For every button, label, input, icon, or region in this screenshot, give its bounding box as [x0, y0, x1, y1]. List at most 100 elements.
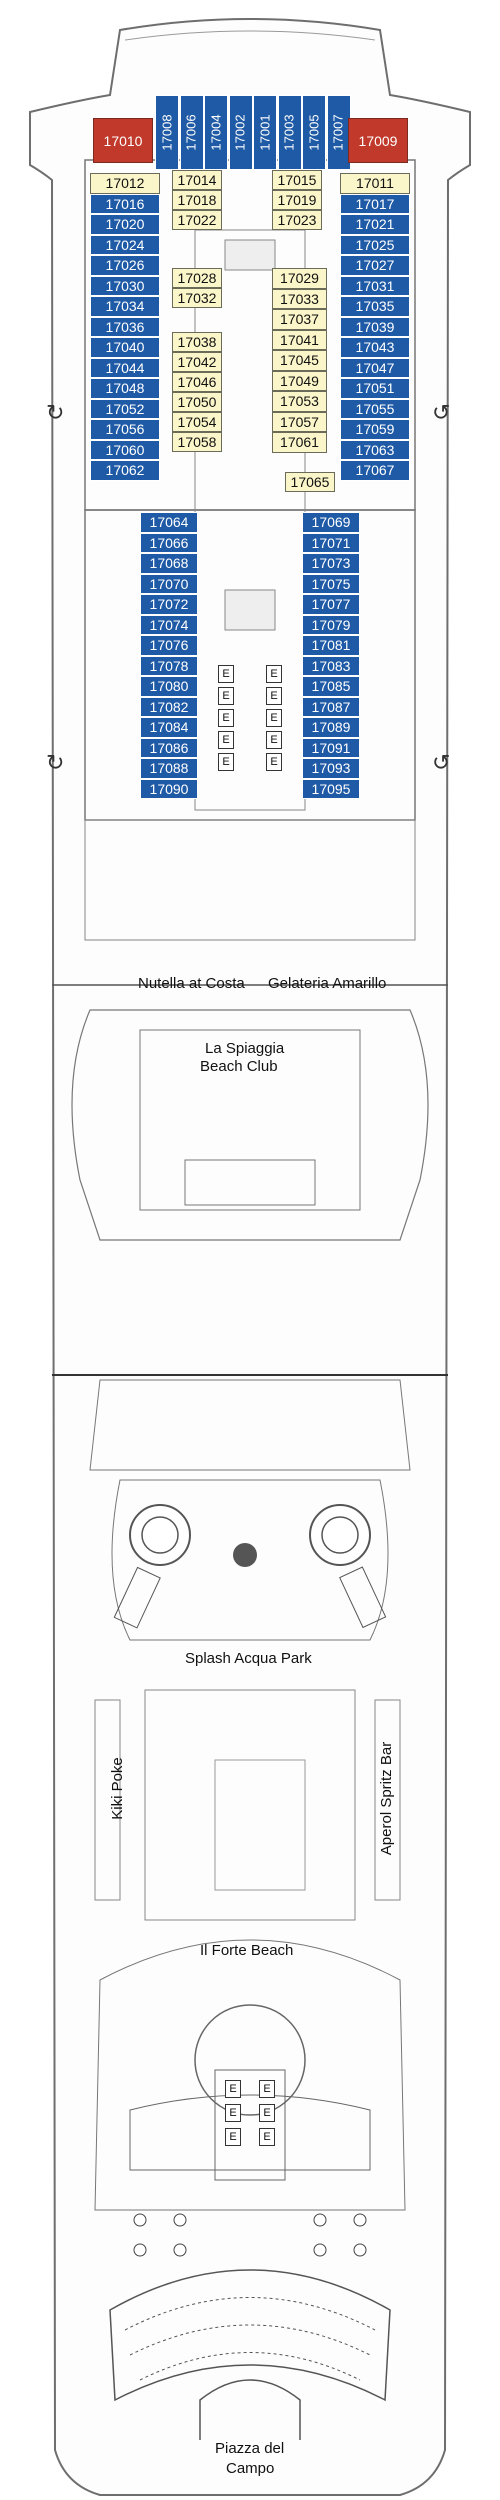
cabin-17030[interactable]: 17030: [90, 275, 160, 296]
cabin-17070[interactable]: 17070: [140, 573, 198, 594]
cabin-17042[interactable]: 17042: [172, 352, 222, 372]
cabin-17062[interactable]: 17062: [90, 460, 160, 481]
cabin-17050[interactable]: 17050: [172, 392, 222, 412]
cabin-17047[interactable]: 17047: [340, 357, 410, 378]
cabin-17017[interactable]: 17017: [340, 193, 410, 214]
cabin-17052[interactable]: 17052: [90, 398, 160, 419]
cabin-17067[interactable]: 17067: [340, 460, 410, 481]
cabin-17036[interactable]: 17036: [90, 316, 160, 337]
cabin-17095[interactable]: 17095: [302, 778, 360, 799]
cabin-17046[interactable]: 17046: [172, 372, 222, 392]
cabin-17078[interactable]: 17078: [140, 655, 198, 676]
cabin-17024[interactable]: 17024: [90, 234, 160, 255]
cabin-17034[interactable]: 17034: [90, 296, 160, 317]
forward-stair: [224, 239, 276, 271]
cabin-17049[interactable]: 17049: [272, 370, 327, 391]
cabin-17063[interactable]: 17063: [340, 439, 410, 460]
cabin-17028[interactable]: 17028: [172, 268, 222, 288]
cabin-17043[interactable]: 17043: [340, 337, 410, 358]
piazza-stage: [199, 2379, 301, 2440]
cabin-17093[interactable]: 17093: [302, 758, 360, 779]
cabin-17022[interactable]: 17022: [172, 210, 222, 230]
cabin-17008[interactable]: 17008: [155, 95, 179, 170]
cabin-17007[interactable]: 17007: [326, 95, 351, 170]
elevator: E: [266, 687, 282, 705]
cabin-17044[interactable]: 17044: [90, 357, 160, 378]
cabin-17079[interactable]: 17079: [302, 614, 360, 635]
cabin-17029[interactable]: 17029: [272, 268, 327, 289]
cabin-17051[interactable]: 17051: [340, 378, 410, 399]
cabin-17031[interactable]: 17031: [340, 275, 410, 296]
cabin-17027[interactable]: 17027: [340, 255, 410, 276]
cabin-17085[interactable]: 17085: [302, 676, 360, 697]
cabin-17016[interactable]: 17016: [90, 193, 160, 214]
cabin-17082[interactable]: 17082: [140, 696, 198, 717]
cabin-17001[interactable]: 17001: [253, 95, 277, 170]
cabin-17021[interactable]: 17021: [340, 214, 410, 235]
elevator: E: [218, 665, 234, 683]
cabin-17065[interactable]: 17065: [285, 472, 335, 492]
cabin-17091[interactable]: 17091: [302, 737, 360, 758]
cabin-17019[interactable]: 17019: [272, 190, 322, 210]
cabin-17045[interactable]: 17045: [272, 350, 327, 371]
cabin-17011[interactable]: 17011: [340, 173, 410, 194]
cabin-17035[interactable]: 17035: [340, 296, 410, 317]
cabin-17061[interactable]: 17061: [272, 432, 327, 453]
elevator: E: [225, 2128, 241, 2146]
cabin-17057[interactable]: 17057: [272, 411, 327, 432]
cabin-17058[interactable]: 17058: [172, 432, 222, 452]
cabin-17015[interactable]: 17015: [272, 170, 322, 190]
cabin-17068[interactable]: 17068: [140, 553, 198, 574]
cabin-17086[interactable]: 17086: [140, 737, 198, 758]
splash-center-feature: [233, 1543, 257, 1567]
cabin-17077[interactable]: 17077: [302, 594, 360, 615]
cabin-17089[interactable]: 17089: [302, 717, 360, 738]
cabin-17038[interactable]: 17038: [172, 332, 222, 352]
cabin-17066[interactable]: 17066: [140, 532, 198, 553]
cabin-17039[interactable]: 17039: [340, 316, 410, 337]
cabin-17076[interactable]: 17076: [140, 635, 198, 656]
cabin-17059[interactable]: 17059: [340, 419, 410, 440]
cabin-17018[interactable]: 17018: [172, 190, 222, 210]
cabin-17087[interactable]: 17087: [302, 696, 360, 717]
cabin-17072[interactable]: 17072: [140, 594, 198, 615]
cabin-17009[interactable]: 17009: [348, 118, 408, 163]
cabin-17040[interactable]: 17040: [90, 337, 160, 358]
cabin-17069[interactable]: 17069: [302, 512, 360, 533]
cabin-17041[interactable]: 17041: [272, 329, 327, 350]
cabin-17073[interactable]: 17073: [302, 553, 360, 574]
cabin-17081[interactable]: 17081: [302, 635, 360, 656]
cabin-17003[interactable]: 17003: [277, 95, 302, 170]
cabin-17056[interactable]: 17056: [90, 419, 160, 440]
cabin-17090[interactable]: 17090: [140, 778, 198, 799]
cabin-17025[interactable]: 17025: [340, 234, 410, 255]
cabin-17053[interactable]: 17053: [272, 391, 327, 412]
cabin-17055[interactable]: 17055: [340, 398, 410, 419]
cabin-17088[interactable]: 17088: [140, 758, 198, 779]
cabin-17033[interactable]: 17033: [272, 288, 327, 309]
cabin-17032[interactable]: 17032: [172, 288, 222, 308]
cabin-17048[interactable]: 17048: [90, 378, 160, 399]
cabin-17084[interactable]: 17084: [140, 717, 198, 738]
cabin-17060[interactable]: 17060: [90, 439, 160, 460]
cabin-17006[interactable]: 17006: [179, 95, 204, 170]
cabin-17080[interactable]: 17080: [140, 676, 198, 697]
cabin-17037[interactable]: 17037: [272, 309, 327, 330]
la-spiaggia-area: [71, 1009, 429, 1241]
cabin-17071[interactable]: 17071: [302, 532, 360, 553]
cabin-17005[interactable]: 17005: [302, 95, 326, 170]
cabin-17054[interactable]: 17054: [172, 412, 222, 432]
small-structure: [214, 1759, 306, 1891]
cabin-17074[interactable]: 17074: [140, 614, 198, 635]
cabin-17002[interactable]: 17002: [228, 95, 253, 170]
cabin-17014[interactable]: 17014: [172, 170, 222, 190]
cabin-17083[interactable]: 17083: [302, 655, 360, 676]
cabin-17064[interactable]: 17064: [140, 512, 198, 533]
cabin-17020[interactable]: 17020: [90, 214, 160, 235]
cabin-17012[interactable]: 17012: [90, 173, 160, 194]
cabin-17023[interactable]: 17023: [272, 210, 322, 230]
cabin-17026[interactable]: 17026: [90, 255, 160, 276]
cabin-17075[interactable]: 17075: [302, 573, 360, 594]
cabin-17004[interactable]: 17004: [204, 95, 228, 170]
cabin-17010[interactable]: 17010: [93, 118, 153, 163]
